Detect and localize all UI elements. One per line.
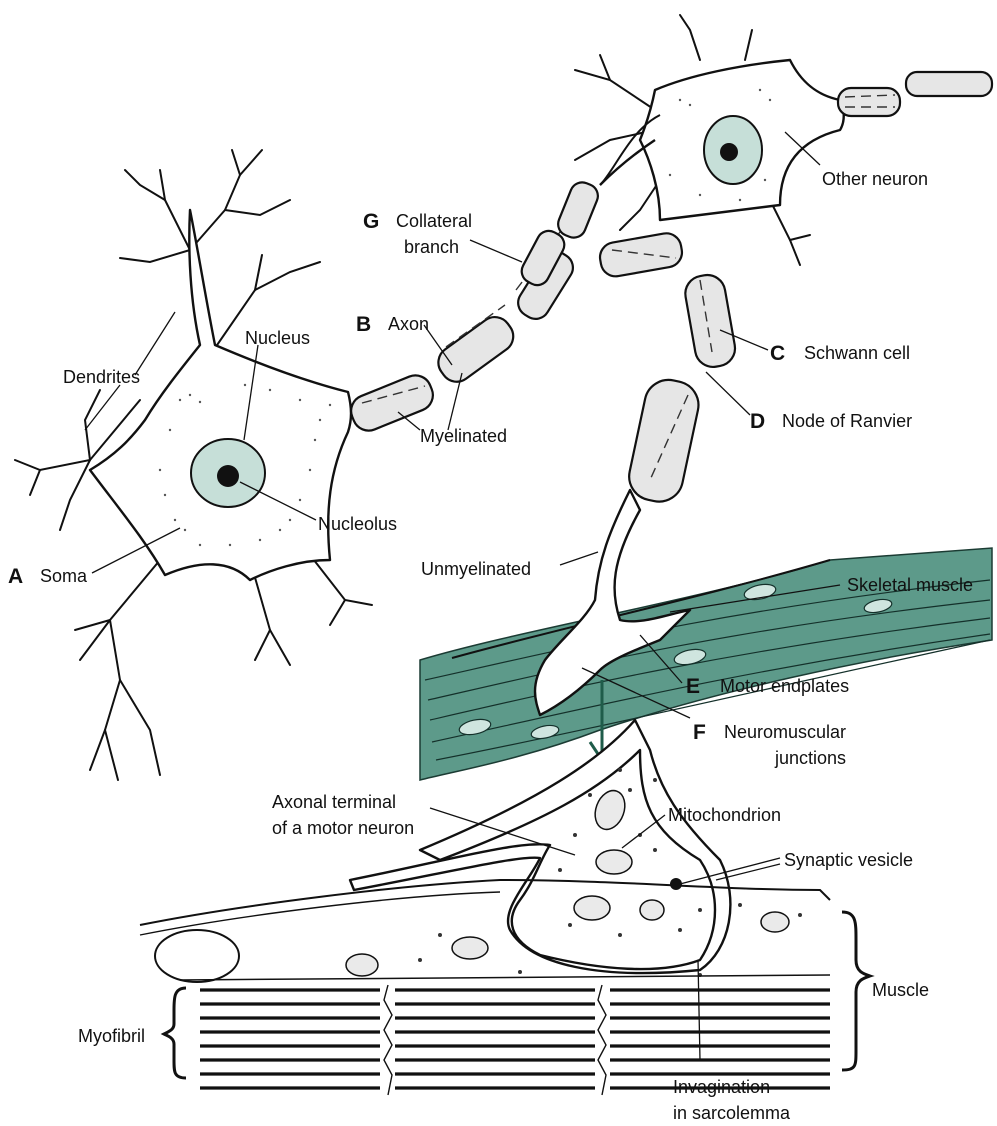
label-axon-letter: B [356, 313, 371, 336]
muscle-brace [842, 912, 870, 1070]
label-dendrites: Dendrites [63, 367, 140, 387]
label-myelinated: Myelinated [420, 426, 507, 446]
label-unmyelinated: Unmyelinated [421, 559, 531, 579]
label-skeletal-muscle: Skeletal muscle [847, 575, 973, 595]
label-nmj-letter: F [693, 721, 706, 744]
label-invagination-1: Invagination [673, 1077, 770, 1097]
label-collateral-letter: G [363, 210, 379, 233]
label-collateral-2: branch [404, 237, 459, 257]
label-muscle: Muscle [872, 980, 929, 1000]
label-terminal-2: of a motor neuron [272, 818, 414, 838]
label-endplates: Motor endplates [720, 676, 849, 696]
label-nucleus: Nucleus [245, 328, 310, 348]
label-nmj-1: Neuromuscular [724, 722, 846, 742]
label-axon: Axon [388, 314, 429, 334]
label-terminal-1: Axonal terminal [272, 792, 396, 812]
label-invagination-2: in sarcolemma [673, 1103, 791, 1123]
label-synaptic-vesicle: Synaptic vesicle [784, 850, 913, 870]
myofibril-brace [164, 988, 186, 1078]
synapse-detail [140, 720, 870, 1095]
label-collateral-1: Collateral [396, 211, 472, 231]
label-endplates-letter: E [686, 675, 700, 698]
other-neuron [575, 15, 992, 265]
soma-nucleolus [217, 465, 239, 487]
label-nmj-2: junctions [774, 748, 846, 768]
label-soma: Soma [40, 566, 88, 586]
label-myofibril: Myofibril [78, 1026, 145, 1046]
label-ranvier-letter: D [750, 410, 765, 433]
label-ranvier: Node of Ranvier [782, 411, 912, 431]
label-schwann: Schwann cell [804, 343, 910, 363]
label-schwann-letter: C [770, 342, 785, 365]
label-nucleolus: Nucleolus [318, 514, 397, 534]
label-mitochondrion: Mitochondrion [668, 805, 781, 825]
soma-neuron [15, 150, 372, 780]
label-soma-letter: A [8, 565, 23, 588]
label-other-neuron: Other neuron [822, 169, 928, 189]
